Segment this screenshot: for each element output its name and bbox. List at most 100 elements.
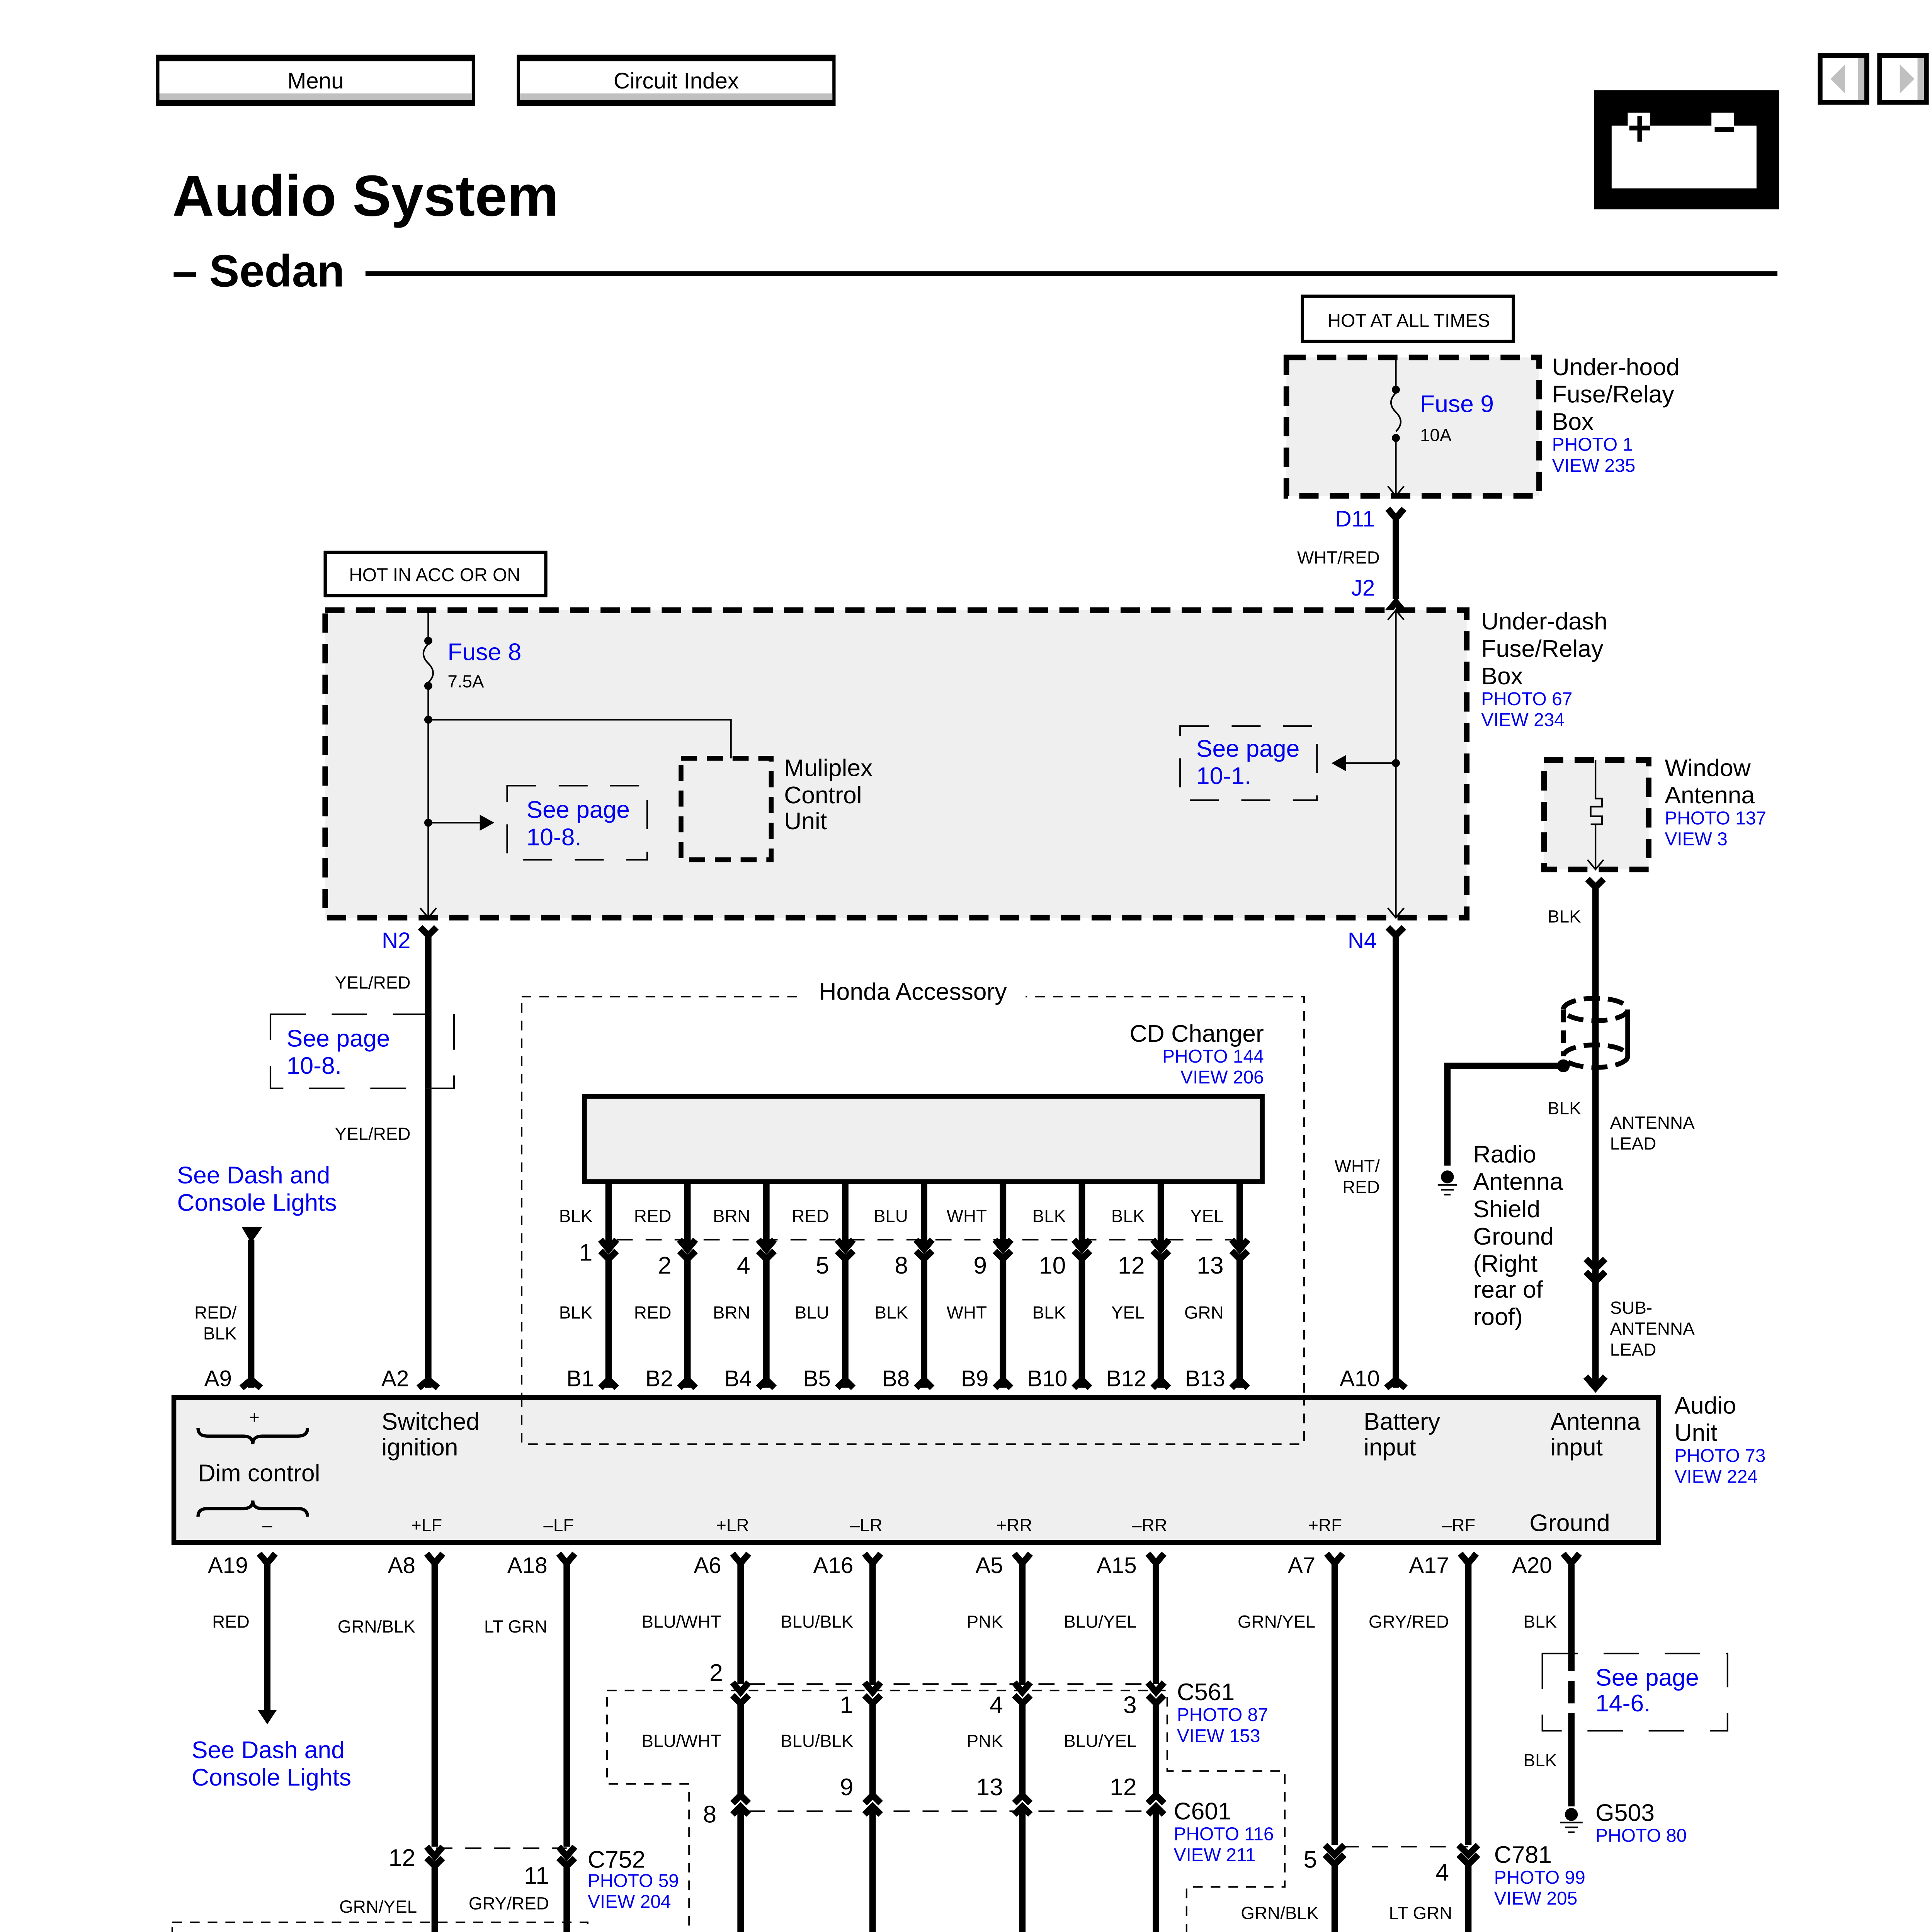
wire-color-lower: BLU xyxy=(795,1303,829,1323)
underdash-view-link[interactable]: VIEW 234 xyxy=(1481,710,1565,730)
cd-changer-photo-link[interactable]: PHOTO 144 xyxy=(1162,1046,1264,1067)
c561-view-link[interactable]: VIEW 153 xyxy=(1177,1726,1260,1746)
c752-connector xyxy=(424,1844,577,1871)
see-page-10-8-link-left[interactable]: See page 10-8. xyxy=(287,1025,390,1079)
svg-text:Console Lights: Console Lights xyxy=(177,1189,337,1216)
coax-shield-icon xyxy=(1561,996,1630,1070)
see-page-10-1-link[interactable]: See page 10-1. xyxy=(1196,735,1300,789)
switched-ignition-label: Switched ignition xyxy=(382,1408,480,1461)
pin-label: A15 xyxy=(1097,1553,1137,1578)
wire-color-yel-red-lower: YEL/RED xyxy=(335,1124,410,1144)
menu-button-top[interactable]: Menu xyxy=(156,54,475,106)
see-page-10-8-link-inner[interactable]: See page 10-8. xyxy=(527,796,630,851)
terminal-sign: +LR xyxy=(716,1515,749,1535)
svg-text:See page: See page xyxy=(287,1025,390,1052)
window-antenna-photo-link[interactable]: PHOTO 137 xyxy=(1665,808,1766,828)
see-dash-console-lights-link-bottom[interactable]: See Dash and Console Lights xyxy=(192,1736,351,1791)
wire-color: GRN/BLK xyxy=(338,1617,416,1636)
cd-changer-pins: BLK1BLKB1RED2REDB2BRN4BRNB4RED5BLUB5BLU8… xyxy=(559,1182,1250,1391)
svg-text:Audio: Audio xyxy=(1674,1392,1736,1419)
wire-color: LT GRN xyxy=(484,1617,548,1636)
unit-pin-label: B8 xyxy=(882,1366,910,1391)
svg-text:ANTENNA: ANTENNA xyxy=(1610,1319,1695,1338)
see-page-14-6-ref-box xyxy=(1541,1653,1728,1732)
c781-label: C781 xyxy=(1494,1841,1552,1868)
fuse-8-icon xyxy=(422,643,434,684)
c752-photo-link[interactable]: PHOTO 59 xyxy=(588,1871,679,1891)
prev-page-button-top[interactable] xyxy=(1818,53,1869,105)
left-05se-region xyxy=(171,1921,588,1932)
underdash-photo-link[interactable]: PHOTO 67 xyxy=(1481,689,1572,709)
svg-text:10-1.: 10-1. xyxy=(1196,762,1251,789)
cavity-number: 9 xyxy=(973,1252,987,1279)
circuit-index-button-top[interactable]: Circuit Index xyxy=(517,54,836,106)
window-antenna-view-link[interactable]: VIEW 3 xyxy=(1665,829,1727,850)
pin-label: A18 xyxy=(507,1553,548,1578)
cavity-number: 4 xyxy=(737,1252,750,1279)
wire-color-c752-grn-yel: GRN/YEL xyxy=(339,1897,417,1917)
wire-color-lower: BRN xyxy=(713,1303,750,1323)
next-page-button-top[interactable] xyxy=(1877,53,1929,105)
pin-a10: A10 xyxy=(1340,1366,1380,1391)
arrow-down-icon xyxy=(257,1710,277,1725)
c781-view-link[interactable]: VIEW 205 xyxy=(1494,1888,1578,1909)
svg-text:See page: See page xyxy=(1595,1664,1699,1691)
cavity-number: 2 xyxy=(658,1252,672,1279)
svg-text:Antenna: Antenna xyxy=(1551,1408,1641,1435)
page-subtitle: Sedan xyxy=(209,246,345,296)
dim-control-label: Dim control xyxy=(198,1459,320,1486)
c752-label: C752 xyxy=(588,1846,645,1873)
fuse-9-icon xyxy=(1390,392,1402,432)
c781-photo-link[interactable]: PHOTO 99 xyxy=(1494,1867,1585,1888)
c561-cavity: 3 xyxy=(1123,1691,1137,1718)
c601-photo-link[interactable]: PHOTO 116 xyxy=(1174,1824,1274,1845)
wire-color: PNK xyxy=(967,1612,1003,1632)
see-dash-console-lights-link-top[interactable]: See Dash and Console Lights xyxy=(177,1162,337,1216)
cd-changer-view-link[interactable]: VIEW 206 xyxy=(1180,1067,1264,1088)
except-gx-region xyxy=(606,1689,1286,1932)
battery-input-label: Battery input xyxy=(1364,1408,1440,1461)
wire-color: GRN/YEL xyxy=(1238,1612,1315,1632)
svg-text:rear of: rear of xyxy=(1473,1276,1543,1303)
svg-text:(Right: (Right xyxy=(1473,1250,1538,1277)
c781-cavity-5: 5 xyxy=(1304,1846,1317,1873)
wire-color-upper: BLK xyxy=(559,1206,593,1226)
cavity-number: 5 xyxy=(816,1252,829,1279)
wire-color: BLK xyxy=(1524,1612,1557,1632)
audio-unit-view-link[interactable]: VIEW 224 xyxy=(1674,1467,1758,1487)
antenna-input-label: Antenna input xyxy=(1551,1408,1641,1461)
svg-text:ANTENNA: ANTENNA xyxy=(1610,1113,1695,1133)
arrow-right-icon xyxy=(480,815,495,831)
see-page-10-1-ref-box xyxy=(1179,725,1318,801)
multiplex-control-unit-box xyxy=(679,756,774,862)
wire-color-yel-red-upper: YEL/RED xyxy=(335,973,410,992)
underhood-photo-link[interactable]: PHOTO 1 xyxy=(1552,435,1633,455)
wire-color-red-blk-1: RED/ xyxy=(194,1303,237,1323)
audio-unit-photo-link[interactable]: PHOTO 73 xyxy=(1674,1446,1765,1466)
c601-label: C601 xyxy=(1174,1798,1231,1825)
svg-text:Radio: Radio xyxy=(1473,1141,1536,1168)
hot-in-acc-or-on-label: HOT IN ACC OR ON xyxy=(349,565,520,585)
battery-icon xyxy=(1594,90,1779,209)
wire-color: BLU/WHT xyxy=(641,1612,721,1632)
wire-color-upper: RED xyxy=(792,1206,829,1226)
pin-d11: D11 xyxy=(1335,507,1375,532)
wire-color-mid: BLU/BLK xyxy=(781,1731,854,1751)
underhood-view-link[interactable]: VIEW 235 xyxy=(1552,456,1636,476)
g503-photo-link[interactable]: PHOTO 80 xyxy=(1595,1826,1687,1846)
c752-view-link[interactable]: VIEW 204 xyxy=(588,1892,671,1912)
c601-view-link[interactable]: VIEW 211 xyxy=(1174,1845,1256,1866)
see-page-14-6-link[interactable]: See page 14-6. xyxy=(1595,1664,1699,1717)
c561-photo-link[interactable]: PHOTO 87 xyxy=(1177,1705,1268,1725)
terminal-sign: –LF xyxy=(543,1515,574,1535)
unit-pin-label: B12 xyxy=(1106,1366,1146,1391)
svg-text:Shield: Shield xyxy=(1473,1196,1541,1223)
wire-color: BLU/BLK xyxy=(781,1612,854,1632)
unit-pin-label: B10 xyxy=(1027,1366,1068,1391)
